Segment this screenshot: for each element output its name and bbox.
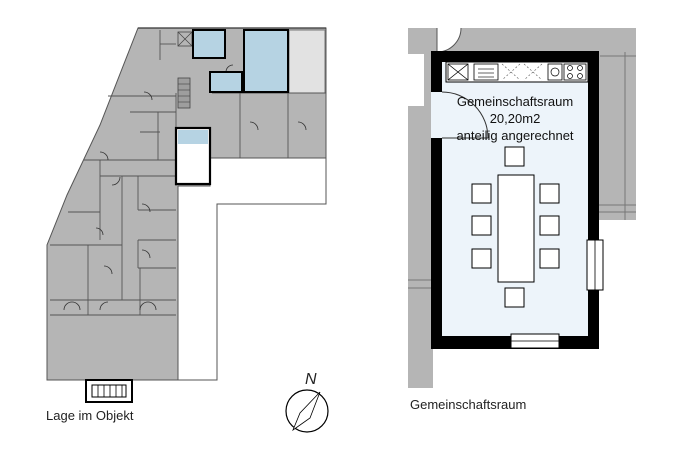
stair-core <box>177 31 193 109</box>
room-note: anteilig angerechnet <box>456 128 574 143</box>
terrace-outline <box>177 157 327 381</box>
dining-table <box>497 174 535 283</box>
north-arrow-icon <box>285 389 329 433</box>
chair <box>539 248 560 269</box>
entrance-stair <box>85 379 133 403</box>
context-right <box>597 52 636 220</box>
room-plan-caption: Gemeinschaftsraum <box>410 397 527 412</box>
highlighted-units <box>174 29 289 186</box>
entry-door-swing <box>441 91 489 139</box>
chair <box>539 183 560 204</box>
site-plan-caption: Lage im Objekt <box>46 408 134 423</box>
table-and-chairs <box>471 146 560 308</box>
chair <box>471 215 492 236</box>
site-plan <box>46 27 329 433</box>
balcony-top-right <box>288 29 326 94</box>
room-name: Gemeinschaftsraum <box>456 94 574 109</box>
north-label: N <box>305 371 317 388</box>
chair <box>504 146 525 167</box>
kitchen-counter <box>445 61 589 83</box>
partition-lines <box>50 30 326 316</box>
chair <box>471 248 492 269</box>
room-area: 20,20m2 <box>489 111 541 126</box>
chair <box>471 183 492 204</box>
room-plan <box>408 27 636 388</box>
chair <box>539 215 560 236</box>
chair <box>504 287 525 308</box>
door-swings <box>63 41 307 311</box>
room-label: Gemeinschaftsraum 20,20m2 anteilig anger… <box>442 93 588 144</box>
